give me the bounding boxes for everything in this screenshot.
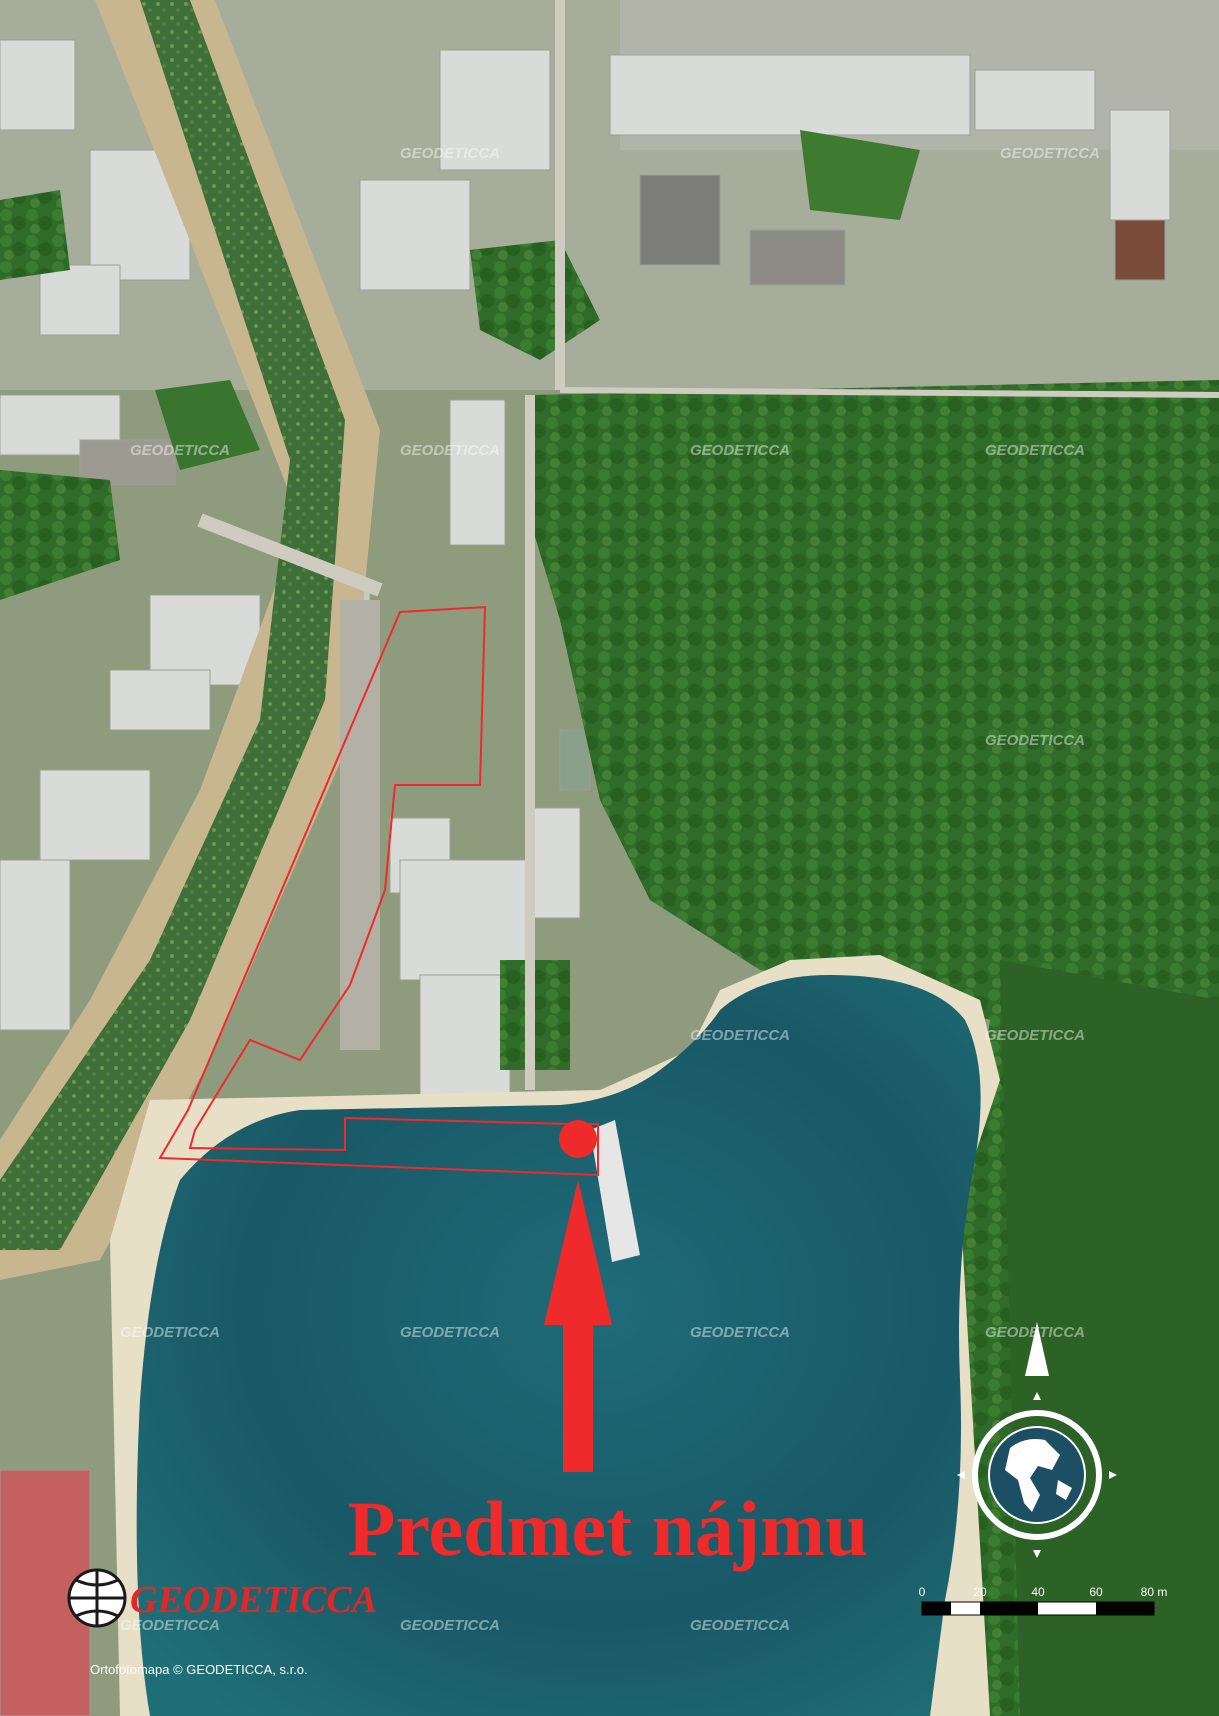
north-arrow-icon <box>1025 1322 1049 1376</box>
location-marker <box>559 1120 597 1158</box>
watermark-text: GEODETICCA <box>130 442 230 459</box>
watermark-text: GEODETICCA <box>120 1617 220 1634</box>
watermark-text: GEODETICCA <box>985 1027 1085 1044</box>
watermark-text: GEODETICCA <box>1000 145 1100 162</box>
copyright-text: Ortofotomapa © GEODETICCA, s.r.o. <box>90 1662 308 1677</box>
watermark-text: GEODETICCA <box>120 1324 220 1341</box>
scale-tick-label: 60 <box>1089 1585 1103 1599</box>
buildings <box>0 39 1171 1716</box>
scale-tick-label: 0 <box>919 1585 926 1599</box>
watermark-text: GEODETICCA <box>690 1324 790 1341</box>
watermark-text: GEODETICCA <box>690 1617 790 1634</box>
watermark-text: GEODETICCA <box>690 442 790 459</box>
canal-corridor <box>0 0 380 1280</box>
lake <box>136 975 981 1716</box>
watermark-text: GEODETICCA <box>400 442 500 459</box>
brand-name: GEODETICCA <box>130 1579 377 1621</box>
parcel-outline <box>158 605 599 1177</box>
parcel-label: Predmet nájmu <box>348 1485 869 1572</box>
watermark-text: GEODETICCA <box>400 1617 500 1634</box>
watermark-text: GEODETICCA <box>400 1324 500 1341</box>
pier <box>590 1120 640 1262</box>
north-arrow <box>957 1322 1117 1558</box>
roads <box>197 0 1219 1090</box>
arrow-up-icon <box>544 1180 612 1472</box>
watermarks: GEODETICCA GEODETICCA GEODETICCA GEODETI… <box>120 145 1100 1634</box>
scale-bar: 0 20 40 60 80 m <box>919 1585 1168 1616</box>
scale-tick-label: 20 <box>973 1585 987 1599</box>
scale-tick-label: 40 <box>1031 1585 1045 1599</box>
globe-icon <box>988 1426 1086 1524</box>
globe-logo-icon <box>67 1568 127 1628</box>
brand-logo: GEODETICCA <box>67 1568 377 1628</box>
scale-tick-label: 80 m <box>1141 1585 1168 1599</box>
watermark-text: GEODETICCA <box>985 732 1085 749</box>
target-marker <box>544 1120 612 1472</box>
watermark-text: GEODETICCA <box>690 1027 790 1044</box>
forest <box>0 130 1219 1716</box>
watermark-text: GEODETICCA <box>985 442 1085 459</box>
watermark-text: GEODETICCA <box>400 145 500 162</box>
